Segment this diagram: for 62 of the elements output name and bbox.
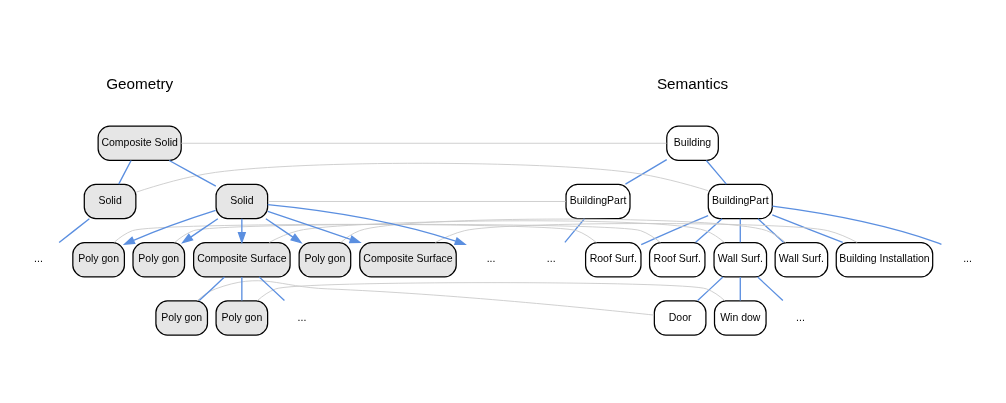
connector bbox=[180, 142, 667, 144]
node-box: Wall Surf. bbox=[713, 241, 768, 278]
arrow bbox=[267, 210, 362, 244]
node-box: Win dow bbox=[713, 300, 767, 336]
connector bbox=[771, 205, 943, 245]
node-box: Door bbox=[653, 300, 707, 336]
connector bbox=[196, 280, 655, 316]
connector bbox=[340, 218, 786, 243]
connector bbox=[58, 218, 91, 244]
arrow bbox=[181, 218, 219, 244]
connector bbox=[705, 159, 727, 185]
connector bbox=[640, 214, 709, 246]
node-box: Solid bbox=[83, 183, 137, 220]
connector bbox=[757, 218, 785, 243]
node-box: Composite Surface bbox=[359, 241, 457, 278]
arrow bbox=[237, 218, 247, 245]
connector bbox=[771, 214, 844, 244]
connector bbox=[757, 276, 784, 302]
node-text: ... bbox=[796, 310, 805, 323]
node-box: Poly gon bbox=[298, 241, 352, 278]
node-box: Solid bbox=[215, 183, 269, 220]
connector bbox=[739, 218, 741, 243]
node-text: ... bbox=[486, 252, 496, 265]
node-box: Poly gon bbox=[155, 300, 209, 336]
connector bbox=[267, 201, 567, 202]
connector bbox=[113, 223, 597, 243]
connector bbox=[168, 159, 217, 187]
node-box: Composite Solid bbox=[97, 125, 182, 162]
connector bbox=[174, 223, 661, 243]
connector bbox=[624, 158, 668, 185]
node-box: BuildingPart bbox=[707, 183, 773, 220]
connector bbox=[198, 276, 226, 302]
connector bbox=[739, 276, 741, 302]
label: Geometry bbox=[106, 74, 174, 92]
node-box: Composite Surface bbox=[193, 241, 291, 278]
connector bbox=[697, 276, 724, 302]
connector bbox=[695, 218, 723, 243]
connector bbox=[241, 276, 243, 302]
node-text: ... bbox=[34, 252, 43, 265]
node-text: ... bbox=[963, 252, 972, 265]
connector bbox=[135, 162, 709, 193]
arrow bbox=[267, 203, 467, 246]
node-box: Poly gon bbox=[72, 241, 126, 278]
connector bbox=[257, 282, 726, 301]
connector bbox=[258, 276, 286, 302]
connector bbox=[434, 223, 858, 243]
connector bbox=[118, 159, 132, 185]
node-box: BuildingPart bbox=[565, 183, 631, 220]
label: Semantics bbox=[656, 74, 729, 92]
connector bbox=[564, 218, 586, 243]
node-text: ... bbox=[546, 252, 556, 265]
node-box: Roof Surf. bbox=[648, 241, 706, 278]
connector bbox=[268, 220, 725, 243]
node-box: Building bbox=[666, 125, 719, 162]
node-box: Building Installation bbox=[835, 241, 934, 278]
node-box: Poly gon bbox=[132, 241, 186, 278]
arrow bbox=[122, 209, 217, 246]
node-text: ... bbox=[297, 310, 307, 323]
node-box: Poly gon bbox=[215, 300, 269, 336]
arrow bbox=[265, 218, 303, 244]
node-box: Roof Surf. bbox=[585, 241, 642, 278]
node-box: Wall Surf. bbox=[774, 241, 829, 278]
